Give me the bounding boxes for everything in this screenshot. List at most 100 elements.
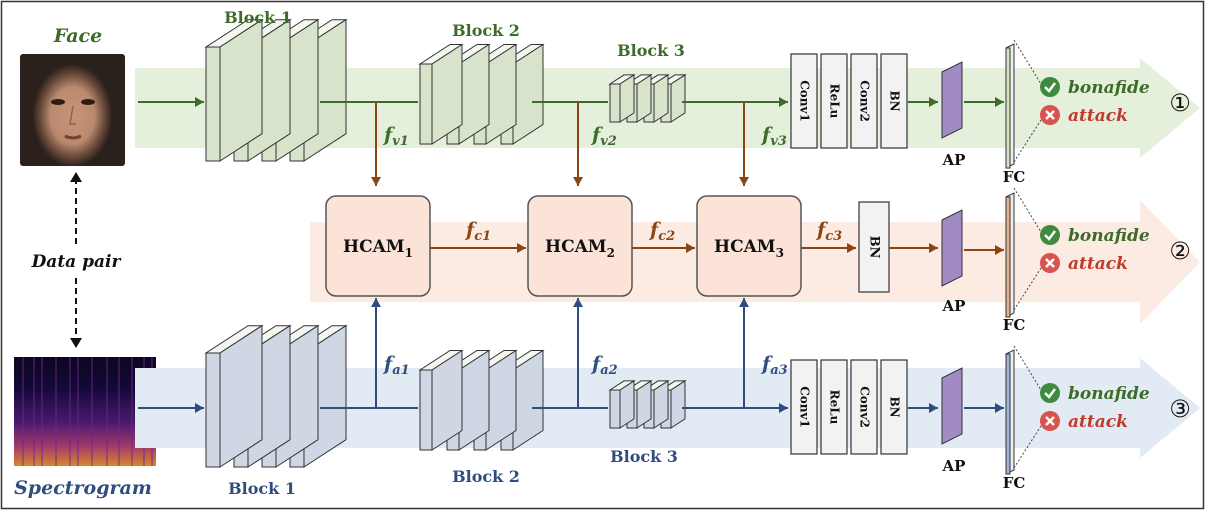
bonafide-label: bonafide xyxy=(1068,384,1150,404)
layer-box xyxy=(850,359,878,455)
layer-label: ReLu xyxy=(828,390,842,425)
block1-slab-front xyxy=(205,352,221,468)
spectrogram-stripe xyxy=(91,357,93,466)
attack-label: attack xyxy=(1068,254,1128,274)
fusion-feature-c1-label: fc1 xyxy=(464,219,491,244)
bn-label: BN xyxy=(867,236,882,259)
check-icon xyxy=(1040,383,1060,403)
fusion-down-arrow-head xyxy=(371,177,381,186)
ap-arrow-head xyxy=(929,97,938,107)
fc-block xyxy=(1005,196,1011,318)
check-icon xyxy=(1040,225,1060,245)
spectrogram-stripe xyxy=(131,357,133,466)
spectrogram-image xyxy=(14,357,156,466)
feature-1-label: fa1 xyxy=(382,353,410,378)
fusion-arrow-c3-head xyxy=(847,243,856,253)
block3-output-head xyxy=(779,403,788,413)
face-features xyxy=(51,99,95,140)
stream-number-marker: ③ xyxy=(1169,395,1191,423)
fc-link-bottom xyxy=(1013,267,1042,311)
layer-box xyxy=(850,53,878,149)
check-icon-mark xyxy=(1044,82,1056,93)
fc-link-bottom xyxy=(1013,425,1042,469)
data-pair-label-bg xyxy=(22,246,130,274)
bottom-block3-label: Block 3 xyxy=(610,447,678,466)
spectrogram-stripe xyxy=(106,357,108,466)
hcam-label: HCAM3 xyxy=(714,237,784,260)
hcam-label: HCAM2 xyxy=(545,237,615,260)
fusion-up-arrow-head xyxy=(573,298,583,307)
data-pair-arrowhead-up xyxy=(70,172,82,182)
data-pair-arrowhead-down xyxy=(70,338,82,348)
layer-label: Conv2 xyxy=(858,80,872,122)
ap-arrow-head xyxy=(929,243,938,253)
input-arrow-head xyxy=(195,403,204,413)
bottom-block2-label: Block 2 xyxy=(452,467,520,486)
layer-label: ReLu xyxy=(828,84,842,119)
layer-label: Conv1 xyxy=(798,386,812,428)
data-pair-label: Data pair xyxy=(31,252,122,272)
feature-2-label: fv2 xyxy=(590,124,617,149)
spectrogram-stripe xyxy=(41,357,43,466)
block2-slab-front xyxy=(419,369,433,451)
fc-arrow-head xyxy=(995,97,1004,107)
fusion-down-arrow-head xyxy=(573,177,583,186)
layer-label: BN xyxy=(888,90,902,111)
fc-arrow-head xyxy=(995,245,1004,255)
layer-box xyxy=(880,53,908,149)
spectrogram-stripe xyxy=(33,357,35,466)
face-image xyxy=(20,54,125,166)
fc-link-top xyxy=(1013,39,1042,85)
spectrogram-stripe xyxy=(118,357,120,466)
hcam-module xyxy=(696,195,802,297)
hcam-label: HCAM1 xyxy=(343,237,413,260)
spectrogram-stripe xyxy=(69,357,71,466)
layer-box xyxy=(820,53,848,149)
check-icon xyxy=(1040,77,1060,97)
ap-block xyxy=(941,61,963,139)
block1-slab-front xyxy=(205,46,221,162)
fusion-up-arrow-head xyxy=(371,298,381,307)
feature-3-label: fv3 xyxy=(760,124,787,149)
check-icon-mark xyxy=(1044,388,1056,399)
fc-label: FC xyxy=(1003,474,1026,492)
cross-icon-mark xyxy=(1045,258,1055,268)
layer-box xyxy=(790,53,818,149)
fusion-feature-c3-label: fc3 xyxy=(815,219,842,244)
top-block1-label: Block 1 xyxy=(224,8,292,27)
block3-output-head xyxy=(779,97,788,107)
ap-label: AP xyxy=(942,457,966,475)
top-block3-label: Block 3 xyxy=(617,41,685,60)
fc-block xyxy=(1005,353,1011,475)
cross-icon-mark xyxy=(1045,110,1055,120)
fc-block xyxy=(1005,47,1011,169)
feature-2-label: fa2 xyxy=(590,353,618,378)
fc-label: FC xyxy=(1003,316,1026,334)
cross-icon-mark xyxy=(1045,416,1055,426)
check-icon-mark xyxy=(1044,230,1056,241)
fusion-arrow-c2-head xyxy=(686,243,695,253)
bonafide-label: bonafide xyxy=(1068,78,1150,98)
fc-label: FC xyxy=(1003,168,1026,186)
fusion-feature-c2-label: fc2 xyxy=(648,219,675,244)
fusion-down-arrow-head xyxy=(739,177,749,186)
fc-link-bottom xyxy=(1013,119,1042,163)
attack-label: attack xyxy=(1068,412,1128,432)
block2-slab-front xyxy=(419,63,433,145)
ap-label: AP xyxy=(942,297,966,315)
bonafide-label: bonafide xyxy=(1068,226,1150,246)
layer-box xyxy=(880,359,908,455)
bottom-block1-label: Block 1 xyxy=(228,479,296,498)
hcam-module xyxy=(527,195,633,297)
spectrogram-stripe xyxy=(22,357,24,466)
feature-1-label: fv1 xyxy=(382,124,409,149)
spectrogram-stripe xyxy=(55,357,57,466)
ap-block xyxy=(941,209,963,287)
fc-link-top xyxy=(1013,187,1042,233)
ap-arrow-head xyxy=(929,403,938,413)
